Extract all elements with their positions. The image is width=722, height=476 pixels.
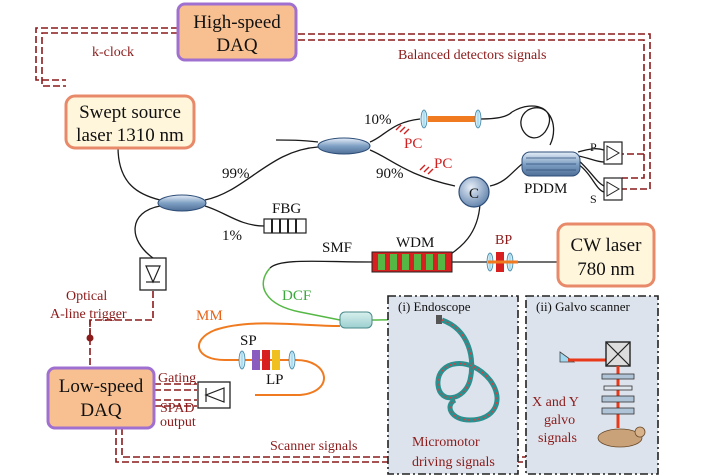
cw-laser-line2: 780 nm (577, 259, 635, 280)
fbg-component (263, 218, 307, 234)
optical-trigger-line2: A-line trigger (50, 307, 127, 322)
optical-trigger-line1: Optical (66, 289, 107, 304)
mm-fiber (198, 322, 341, 361)
sp-label: SP (240, 333, 257, 349)
micromotor-line2: driving signals (412, 455, 495, 470)
gating-label: Gating (158, 371, 196, 386)
top-arm-lens (420, 109, 482, 129)
k-clock-label: k-clock (92, 45, 134, 60)
ninetynine-percent-label: 99% (222, 166, 250, 182)
wdm-component (371, 251, 453, 273)
circulator: C (458, 176, 490, 208)
galvo-panel-title: (ii) Galvo scanner (536, 299, 631, 314)
coupler-1 (157, 194, 207, 212)
pc-marks (395, 124, 434, 175)
micromotor-line1: Micromotor (412, 435, 480, 450)
wdm-label: WDM (396, 235, 434, 251)
swept-source-line1: Swept source (79, 102, 181, 123)
photodetector-trigger (139, 257, 167, 291)
ninety-percent-label: 90% (376, 166, 404, 182)
trigger-junction (86, 334, 94, 342)
dcf-fiber (262, 267, 341, 321)
high-speed-daq-line1: High-speed (193, 12, 281, 33)
spad-output-line2: output (160, 415, 196, 430)
spad-detector (197, 381, 231, 409)
cw-laser-box: CW laser 780 nm (556, 222, 656, 288)
cw-laser-line1: CW laser (571, 235, 643, 256)
pc-top-label: PC (404, 136, 422, 152)
spad-output-line1: SPAD (160, 401, 195, 416)
swept-source-box: Swept source laser 1310 nm (64, 94, 196, 150)
high-speed-daq-box: High-speed DAQ (176, 2, 298, 62)
galvo-panel: (ii) Galvo scanner (525, 295, 659, 475)
lp-label: LP (266, 372, 284, 388)
low-speed-daq-box: Low-speed DAQ (46, 366, 156, 430)
balanced-detector-p (603, 141, 623, 165)
coupler-2 (317, 137, 371, 155)
circulator-label: C (469, 186, 479, 202)
pddm-label: PDDM (524, 181, 567, 197)
sp-lp-filters (238, 350, 296, 370)
bp-label: BP (495, 233, 512, 248)
dcf-label: DCF (282, 288, 311, 304)
mm-label: MM (196, 308, 223, 324)
swept-source-line2: laser 1310 nm (76, 125, 184, 146)
galvo-signals-line2: galvo (544, 413, 575, 428)
galvo-signals-line3: signals (538, 431, 577, 446)
smf-label: SMF (322, 240, 352, 256)
high-speed-daq-line2: DAQ (216, 35, 257, 56)
dcf-connector (339, 311, 373, 329)
p-label: P (590, 140, 597, 154)
galvo-signals-line1: X and Y (532, 395, 579, 410)
scanner-signals-label: Scanner signals (270, 439, 357, 454)
mm-fiber-2 (255, 359, 325, 396)
pddm (521, 151, 581, 177)
endoscope-probe (435, 315, 500, 423)
ten-percent-label: 10% (364, 112, 392, 128)
balanced-detectors-label: Balanced detectors signals (398, 48, 547, 63)
galvo-optics (559, 341, 646, 448)
pc-bottom-label: PC (434, 156, 452, 172)
low-speed-daq-line1: Low-speed (59, 376, 144, 397)
fbg-label: FBG (272, 201, 301, 217)
one-percent-label: 1% (222, 228, 242, 244)
s-label: S (590, 192, 597, 206)
balanced-detector-s (603, 177, 623, 201)
endoscope-panel-title: (i) Endoscope (398, 299, 471, 314)
bp-filter (486, 252, 518, 272)
low-speed-daq-line2: DAQ (80, 400, 121, 421)
